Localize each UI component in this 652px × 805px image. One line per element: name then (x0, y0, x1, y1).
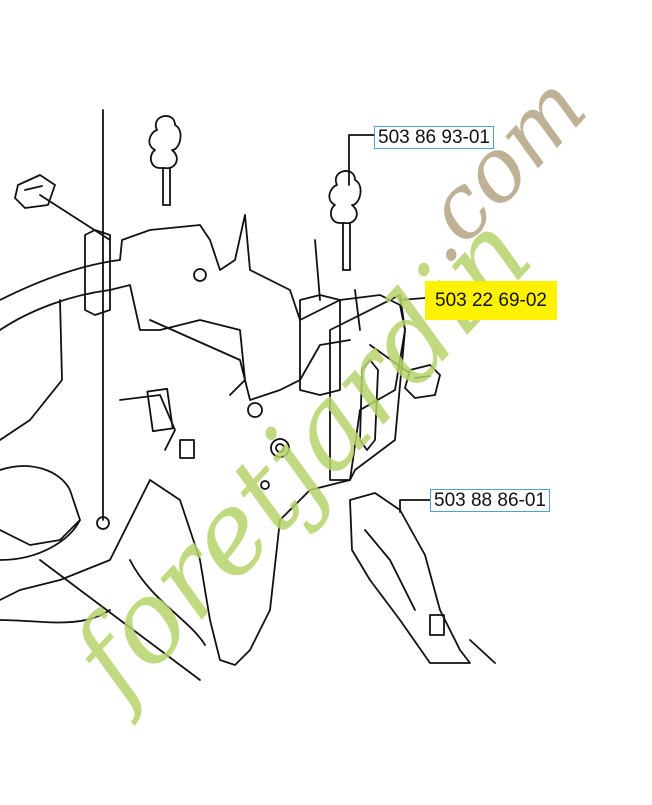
leader-line-bottom (39, 559, 201, 681)
screw-left (148, 115, 182, 206)
watermark: foretjardin .com (42, 56, 606, 729)
callout-part-3: 503 88 86-01 (430, 489, 550, 512)
clip-right (404, 364, 441, 399)
cover-part (349, 492, 471, 664)
screw-right (328, 170, 362, 271)
leader-line-diagonal (39, 194, 111, 241)
callout-part-2-highlighted: 503 22 69-02 (425, 281, 557, 320)
crankcase-housing (0, 214, 406, 666)
callout-part-1: 503 86 93-01 (374, 126, 494, 149)
clip-left (14, 174, 56, 209)
